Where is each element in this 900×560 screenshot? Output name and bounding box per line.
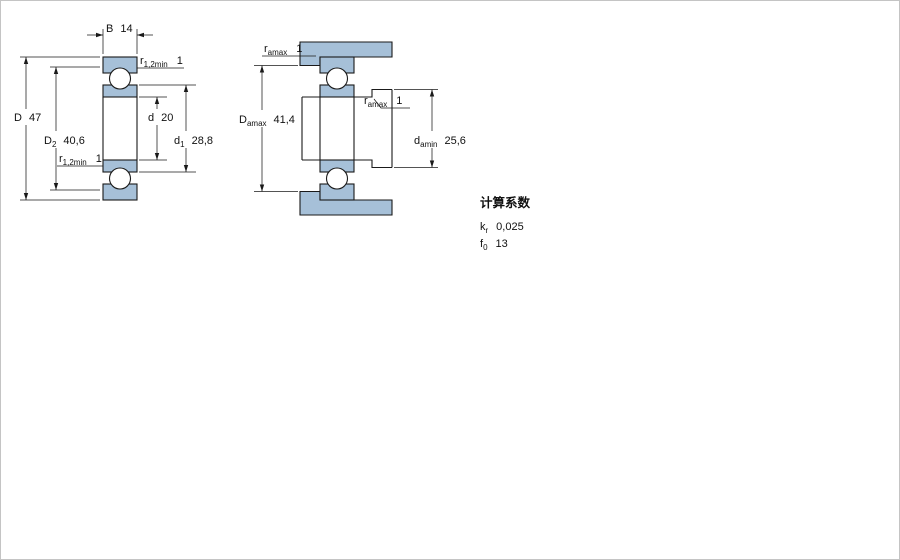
label-backgrounds [11, 109, 471, 148]
ball-top [108, 67, 132, 90]
right-view-mounted-section [299, 41, 393, 216]
left-view-bearing-section [102, 56, 138, 201]
shaft-shoulder-top [354, 88, 392, 98]
ball-bottom [108, 167, 132, 190]
calc-factors-title: 计算系数 [480, 195, 531, 210]
dimension-lines [20, 29, 438, 201]
ball-bottom [325, 167, 349, 190]
shaft-shoulder-bottom [354, 159, 392, 169]
ball-top [325, 67, 349, 90]
